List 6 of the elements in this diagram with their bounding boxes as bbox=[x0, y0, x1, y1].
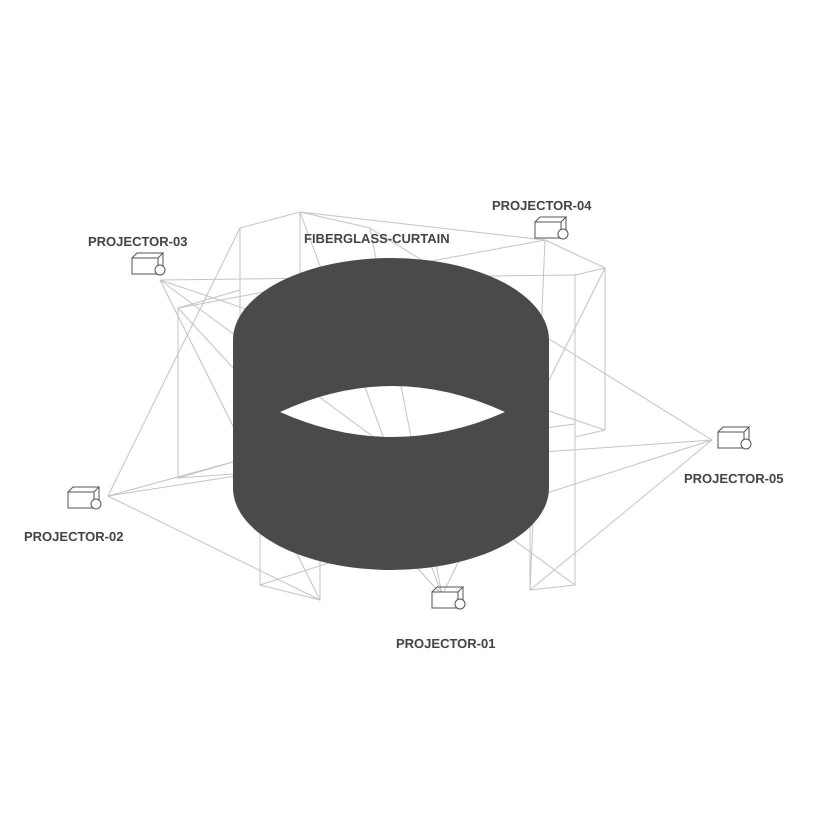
projector-label: PROJECTOR-04 bbox=[492, 198, 592, 213]
curtain-label: FIBERGLASS-CURTAIN bbox=[304, 231, 450, 246]
projector-label: PROJECTOR-05 bbox=[684, 471, 784, 486]
projector-label: PROJECTOR-02 bbox=[24, 529, 124, 544]
projector-label: PROJECTOR-01 bbox=[396, 636, 496, 651]
projector-label: PROJECTOR-03 bbox=[88, 234, 188, 249]
